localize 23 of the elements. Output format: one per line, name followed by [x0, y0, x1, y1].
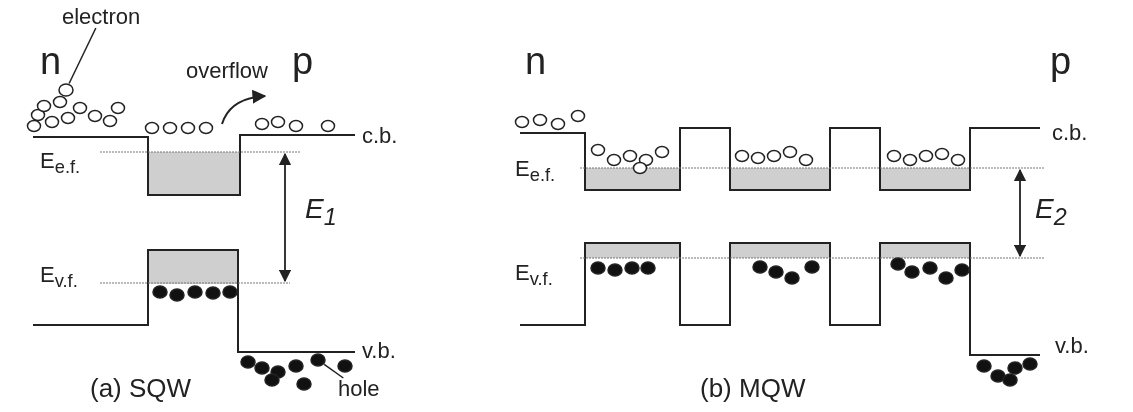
energy-label: E$_{2}$ — [1035, 195, 1067, 229]
panel-caption: (b) MQW — [700, 375, 806, 401]
energy-label: E$_{v.f.}$ — [515, 262, 553, 289]
leader-line — [323, 363, 345, 379]
electron-circle — [58, 83, 74, 97]
energy-label: E$_{e.f.}$ — [40, 150, 81, 177]
node-label: hole — [338, 378, 380, 400]
region-label: p — [1050, 42, 1072, 80]
energy-label: E$_{v.f.}$ — [40, 264, 78, 291]
band-label: c.b. — [362, 125, 398, 147]
leader-line — [68, 27, 97, 85]
band-label: v.b. — [1055, 335, 1089, 357]
energy-label: E$_{1}$ — [305, 195, 337, 229]
annotation-label: overflow — [186, 60, 268, 82]
region-label: n — [525, 42, 547, 80]
band-label: v.b. — [362, 340, 396, 362]
region-label: p — [292, 42, 314, 80]
region-label: n — [40, 42, 62, 80]
panel-caption: (a) SQW — [90, 375, 192, 401]
hole-dot — [310, 353, 326, 367]
node-label: electron — [62, 6, 141, 28]
band-label: c.b. — [1052, 122, 1088, 144]
energy-label: E$_{e.f.}$ — [515, 158, 556, 185]
